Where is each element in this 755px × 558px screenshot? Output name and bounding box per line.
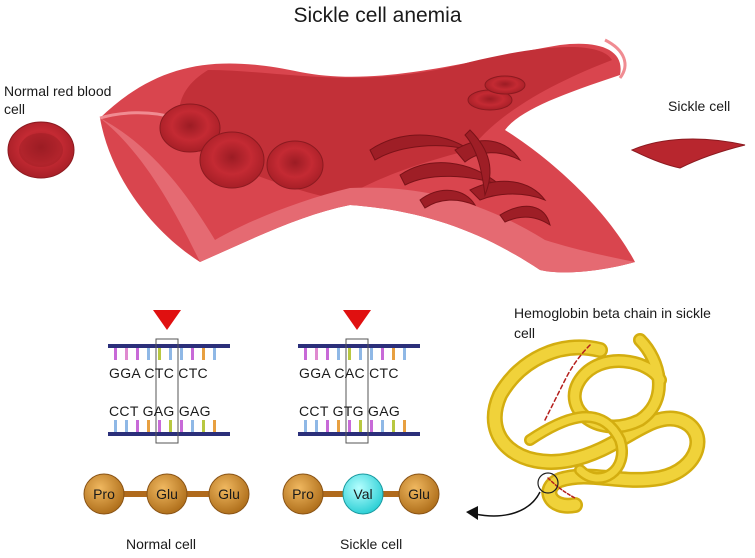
base-ticks-sickle-bottom	[304, 420, 406, 432]
mutation-site-circle	[537, 472, 559, 494]
aa-normal-2-label: Glu	[156, 486, 178, 502]
diagram-title: Sickle cell anemia	[293, 4, 462, 27]
aa-sickle-2-label: Val	[353, 486, 372, 502]
aa-chain-sickle: Pro Val Glu	[282, 473, 440, 515]
hemoglobin-label: Hemoglobin beta chain in sickle cell	[514, 305, 711, 341]
hemoglobin-ribbon	[486, 333, 706, 514]
sickle-cell-caption: Sickle cell	[340, 536, 403, 552]
aa-sickle-1	[282, 473, 324, 515]
aa-normal-3	[208, 473, 250, 515]
sickle-cell-illustration	[630, 138, 746, 169]
aa-normal-1	[83, 473, 125, 515]
aa-sickle-3	[398, 473, 440, 515]
aa-normal-1-label: Pro	[93, 486, 115, 502]
pointer-arrow	[474, 491, 541, 517]
normal-rbc-illustration	[7, 121, 75, 179]
normal-rbc-label: Normal red blood cell	[4, 83, 112, 117]
aa-sickle-1-label: Pro	[292, 486, 314, 502]
vessel-sickle-cells	[369, 129, 551, 227]
sickle-cell-label: Sickle cell	[668, 98, 731, 114]
aa-sickle-3-label: Glu	[408, 486, 430, 502]
base-ticks-normal-bottom	[114, 420, 216, 432]
normal-cell-caption: Normal cell	[126, 536, 197, 552]
aa-chain-normal: Pro Glu Glu	[83, 473, 250, 515]
dna-sickle-bottom-seq: CCT GTG GAG	[299, 403, 401, 419]
mutation-marker-normal	[153, 310, 181, 330]
aa-sickle-2	[342, 473, 384, 515]
dna-normal-bottom-seq: CCT GAG GAG	[109, 403, 211, 419]
mutation-marker-sickle	[343, 310, 371, 330]
base-ticks-sickle-top	[304, 348, 406, 360]
dna-normal-top-seq: GGA CTC CTC	[109, 365, 208, 381]
dna-sickle-top-seq: GGA CAC CTC	[299, 365, 399, 381]
aa-normal-2	[146, 473, 188, 515]
base-ticks-normal-top	[114, 348, 216, 360]
dna-sickle	[298, 310, 420, 444]
dna-normal	[108, 310, 230, 444]
pointer-arrowhead	[466, 506, 478, 520]
blood-vessel	[99, 38, 635, 273]
vessel-rbcs	[159, 75, 526, 190]
aa-normal-3-label: Glu	[218, 486, 240, 502]
